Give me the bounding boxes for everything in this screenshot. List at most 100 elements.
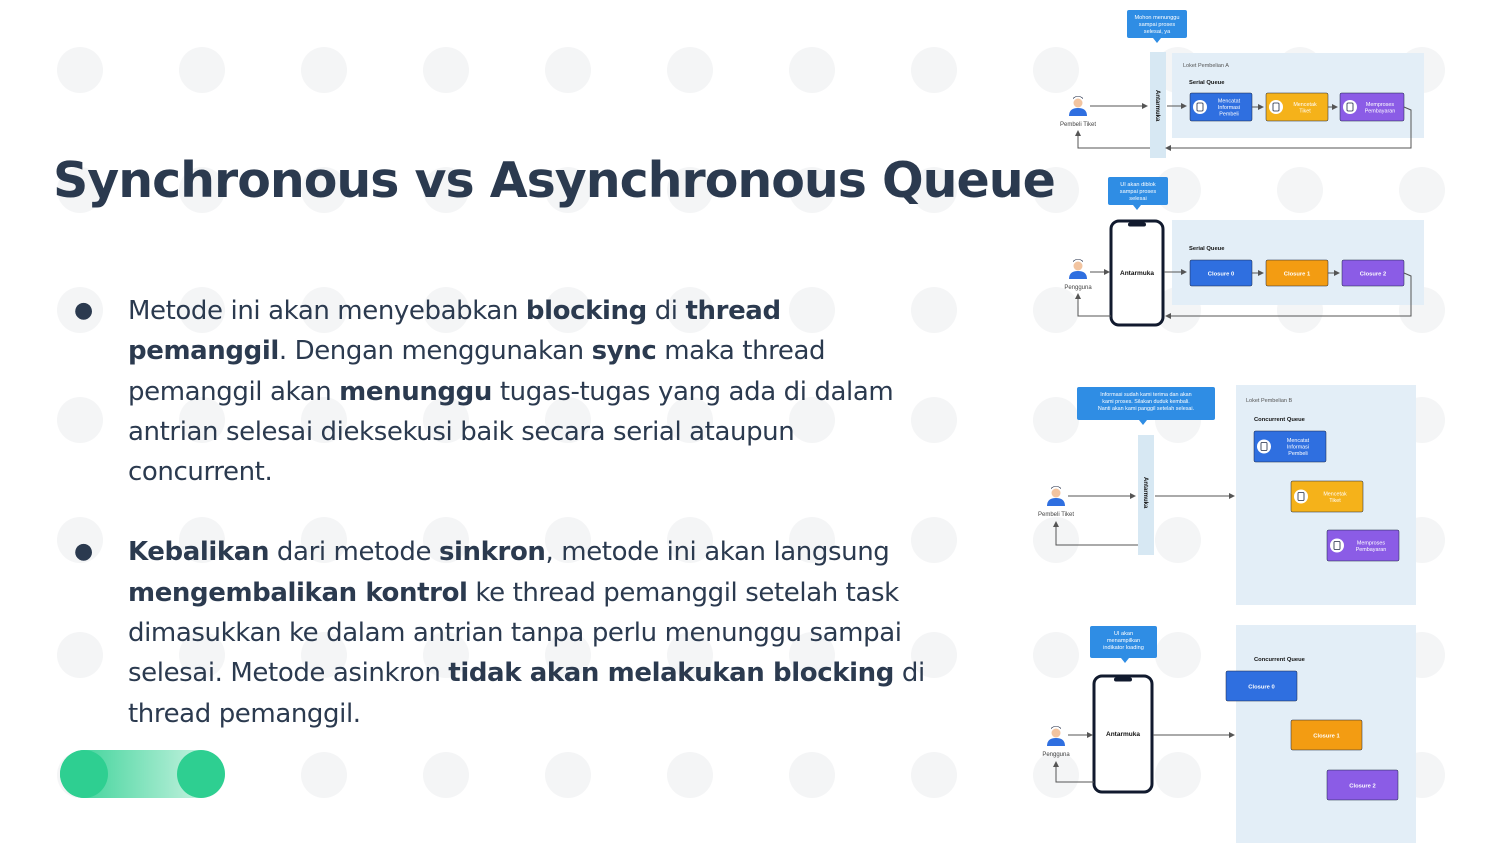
background-dot [301, 632, 347, 678]
queue-label: Serial Queue [1189, 246, 1225, 252]
person-hair-icon [1073, 259, 1083, 262]
speech-bubble-text: menampilkan [1107, 638, 1140, 644]
interface-bar [1150, 52, 1166, 158]
person-hair-icon [1051, 726, 1061, 729]
task-label: Tiket [1299, 108, 1311, 114]
text-run: ke thread pemanggil setelah task dimasuk… [128, 577, 902, 689]
background-dot [301, 167, 347, 213]
task-icon [1343, 100, 1357, 114]
task-label: Closure 0 [1248, 685, 1274, 691]
flow-arrow [1053, 521, 1138, 546]
bold-run: tidak akan melakukan blocking [448, 658, 894, 689]
task-label: Mencatat [1287, 438, 1310, 444]
speech-bubble-text: kami proses. Silakan duduk kembali. [1102, 399, 1190, 405]
background-dot [911, 167, 957, 213]
background-dot [911, 397, 957, 443]
speech-bubble-tail [1139, 420, 1147, 425]
background-dot [423, 287, 469, 333]
background-dot [179, 47, 225, 93]
queue-label: Concurrent Queue [1254, 657, 1306, 663]
document-icon [1196, 102, 1204, 112]
background-dot [1155, 752, 1201, 798]
person-hair-icon [1073, 96, 1083, 99]
speech-bubble-text: Mohon menunggu [1134, 15, 1179, 21]
background-dot [789, 287, 835, 333]
background-dot [545, 752, 591, 798]
background-dot [667, 517, 713, 563]
task-icon [1269, 100, 1283, 114]
speech-bubble [1108, 177, 1168, 205]
text-run: tugas-tugas yang ada di dalam antrian se… [128, 376, 894, 488]
person-icon [1069, 108, 1087, 116]
task-label: Pembeli [1219, 112, 1238, 118]
person-icon [1069, 271, 1087, 279]
person-hair-icon [1051, 486, 1061, 489]
background-dot [789, 397, 835, 443]
bold-run: sinkron [438, 537, 546, 568]
person-head-icon [1051, 488, 1061, 498]
bullet-list: ●Metode ini akan menyebabkan blocking di… [72, 291, 942, 734]
bold-run: menunggu [339, 376, 492, 407]
task-label: Pembayaran [1356, 547, 1387, 553]
task-box [1326, 529, 1400, 562]
text-run: Metode ini akan menyebabkan [128, 296, 526, 326]
flow-arrow [1053, 761, 1094, 783]
background-dot [57, 632, 103, 678]
task-label: Closure 2 [1360, 272, 1386, 278]
background-dot [301, 517, 347, 563]
speech-bubble [1077, 387, 1215, 420]
speech-bubble-text: selesai [1129, 196, 1146, 202]
task-label: Mencetak [1323, 491, 1347, 497]
text-run: dari metode [269, 537, 439, 568]
task-box [1253, 430, 1327, 463]
task-label: Mencatat [1218, 99, 1241, 105]
toggle-knob-left [60, 750, 108, 798]
person-label: Pengguna [1042, 752, 1070, 758]
speech-bubble-tail [1153, 38, 1161, 43]
task-label: Informasi [1287, 445, 1309, 451]
background-dot [545, 397, 591, 443]
speech-bubble-tail [1133, 205, 1141, 210]
bullet-text: Metode ini akan menyebabkan blocking di … [128, 296, 894, 488]
speech-bubble-tail [1121, 658, 1129, 663]
background-dot [57, 167, 103, 213]
background-dot [667, 167, 713, 213]
background-dot [911, 517, 957, 563]
task-label: Mencetak [1293, 102, 1317, 108]
background-dot [423, 167, 469, 213]
background-dot [301, 752, 347, 798]
task-icon [1257, 439, 1271, 454]
interface-label: Antarmuka [1106, 731, 1140, 738]
background-dot [789, 47, 835, 93]
decorative-toggle-pill [60, 750, 225, 798]
background-dot [1033, 632, 1079, 678]
person-label: Pengguna [1064, 285, 1092, 291]
background-dot [423, 632, 469, 678]
bullet-sync: ●Metode ini akan menyebabkan blocking di… [72, 291, 942, 492]
task-box [1326, 769, 1399, 801]
document-icon [1260, 442, 1268, 451]
background-dot [1399, 167, 1445, 213]
bold-run: thread pemanggil [128, 296, 781, 367]
text-run: . Dengan menggunakan [278, 336, 592, 367]
background-dot [667, 752, 713, 798]
task-box [1290, 719, 1363, 751]
background-dot [545, 47, 591, 93]
bullet-text: Kebalikan dari metode sinkron, metode in… [128, 537, 925, 728]
background-dot [545, 167, 591, 213]
task-label: Closure 1 [1284, 272, 1311, 278]
bold-run: mengembalikan kontrol [128, 577, 468, 608]
person-label: Pembeli Tiket [1060, 122, 1096, 128]
phone-notch [1114, 677, 1132, 682]
background-dot [301, 47, 347, 93]
task-icon [1294, 489, 1308, 504]
flow-arrow [1165, 106, 1412, 151]
speech-bubble-text: indikator loading [1103, 645, 1144, 651]
text-run: di [646, 296, 686, 326]
text-run: maka thread pemanggil akan [128, 336, 826, 407]
background-dot [911, 47, 957, 93]
queue-label: Concurrent Queue [1254, 417, 1306, 423]
background-dot [789, 517, 835, 563]
interface-label: Antarmuka [1154, 90, 1160, 122]
